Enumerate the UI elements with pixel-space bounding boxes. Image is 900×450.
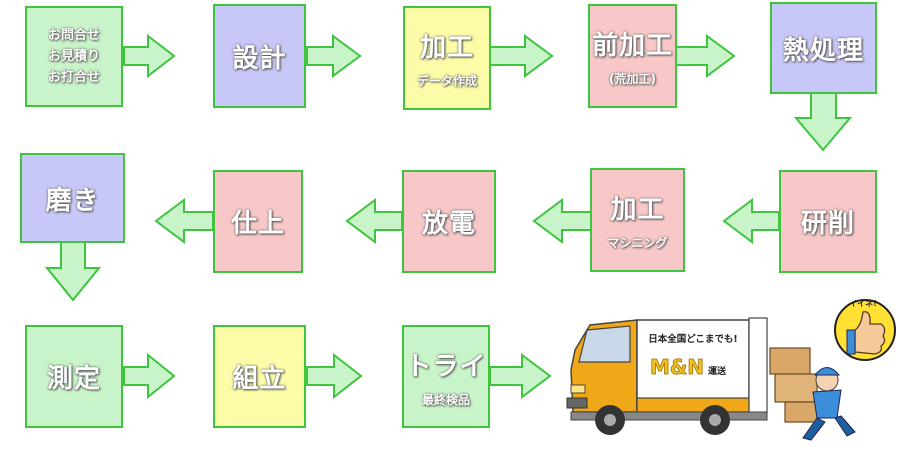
step-pre-sub: (荒加工) [609,72,656,86]
step-measure: 測定 [25,325,123,428]
arrow-trial-to-truck [489,353,552,399]
arrow-assembly-to-trial [306,352,363,400]
step-edm: 放電 [402,170,496,273]
step-trial-sub: 最終検品 [421,392,470,407]
arrow-measure-to-assembly [123,352,176,400]
arrow-grind-to-machining [722,198,780,244]
arrow-finish-to-polish [154,198,214,244]
step-design-label: 設計 [232,43,287,74]
step-grind: 研削 [779,170,877,273]
step-grind-label: 研削 [800,209,855,239]
step-machining: 加工 マシニング [590,168,685,272]
step-inquiry: お問合せ お見積り お打合せ [25,6,123,107]
step-finish-label: 仕上 [230,209,285,239]
step-heat: 熱処理 [770,2,877,94]
arrow-design-to-data [306,34,362,78]
step-assembly: 組立 [213,325,306,428]
delivery-truck-illustration: 日本全国どこまでも! M&N 運送 イイネ! [566,298,896,441]
arrow-data-to-pre [489,34,554,78]
step-data: 加工 データ作成 [403,6,491,110]
truck-slogan: 日本全国どこまでも! [648,333,738,345]
inquiry-line-3: お打合せ [47,70,100,85]
step-polish: 磨き [20,153,125,243]
arrow-edm-to-finish [345,198,403,244]
step-trial: トライ 最終検品 [402,325,490,428]
arrow-pre-to-heat [675,34,736,78]
arrow-inquiry-to-design [123,33,176,79]
step-measure-label: 測定 [46,364,101,394]
arrow-heat-to-grind [793,92,853,152]
truck-brand: M&N [650,355,704,379]
inquiry-line-2: お見積り [47,49,100,64]
inquiry-line-1: お問合せ [47,28,100,43]
thumbs-up-text: イイネ! [849,298,877,308]
step-trial-label: トライ [405,351,487,382]
step-data-label: 加工 [419,33,474,63]
step-pre: 前加工 (荒加工) [588,4,677,108]
step-polish-label: 磨き [45,185,100,216]
step-design: 設計 [213,4,306,108]
step-machining-label: 加工 [610,195,665,225]
step-data-sub: データ作成 [416,74,477,88]
step-finish: 仕上 [213,170,303,273]
step-assembly-label: 組立 [232,364,287,394]
arrow-machining-to-edm [532,198,592,244]
step-heat-label: 熱処理 [782,35,864,66]
truck-brand-suffix: 運送 [708,365,727,377]
arrow-polish-to-measure [44,241,102,302]
step-edm-label: 放電 [421,209,476,239]
step-pre-label: 前加工 [591,31,673,61]
step-machining-sub: マシニング [607,236,668,250]
